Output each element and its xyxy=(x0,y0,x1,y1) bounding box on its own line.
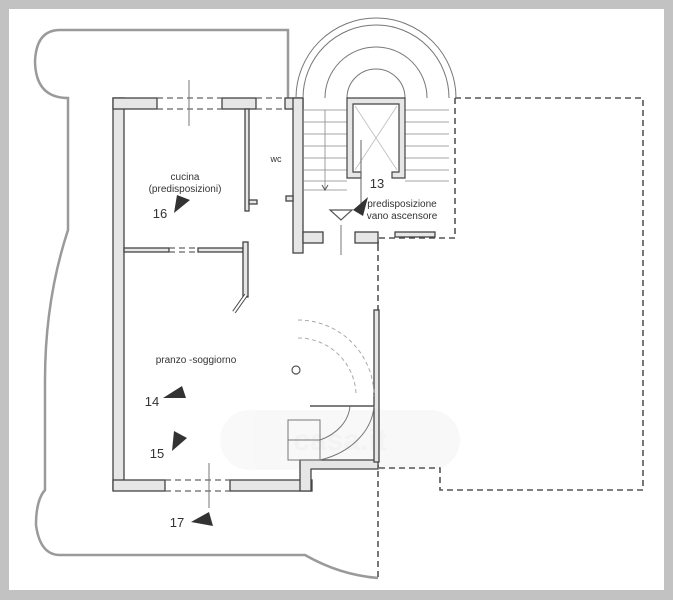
floor-plan: casa.it xyxy=(33,17,644,580)
room-label-cucina: cucina xyxy=(171,172,200,183)
viewpoint-number: 13 xyxy=(370,176,384,191)
viewpoint-13[interactable]: 13 xyxy=(353,176,384,216)
viewpoint-17[interactable]: 17 xyxy=(170,512,213,530)
viewpoint-number: 17 xyxy=(170,515,184,530)
viewpoint-number: 14 xyxy=(145,394,159,409)
room-label-wc: wc xyxy=(270,154,282,164)
walls xyxy=(112,97,436,492)
room-sublabel-cucina: (predisposizioni) xyxy=(149,184,222,195)
elevator-shaft xyxy=(346,97,406,212)
room-label-soggiorno: pranzo -soggiorno xyxy=(156,355,237,366)
viewpoint-15[interactable]: 15 xyxy=(150,431,187,461)
viewpoint-16[interactable]: 16 xyxy=(153,195,190,221)
stair-arcs xyxy=(295,17,457,99)
room-sublabel-ascensore: vano ascensore xyxy=(367,211,438,222)
viewpoint-number: 16 xyxy=(153,206,167,221)
viewpoint-14[interactable]: 14 xyxy=(145,386,186,409)
floor-plan-sheet: casa.it xyxy=(9,9,664,590)
room-label-ascensore: predisposizione xyxy=(367,199,437,210)
terrace-outline xyxy=(33,28,379,580)
spiral-stair xyxy=(287,319,375,461)
viewpoint-number: 15 xyxy=(150,446,164,461)
